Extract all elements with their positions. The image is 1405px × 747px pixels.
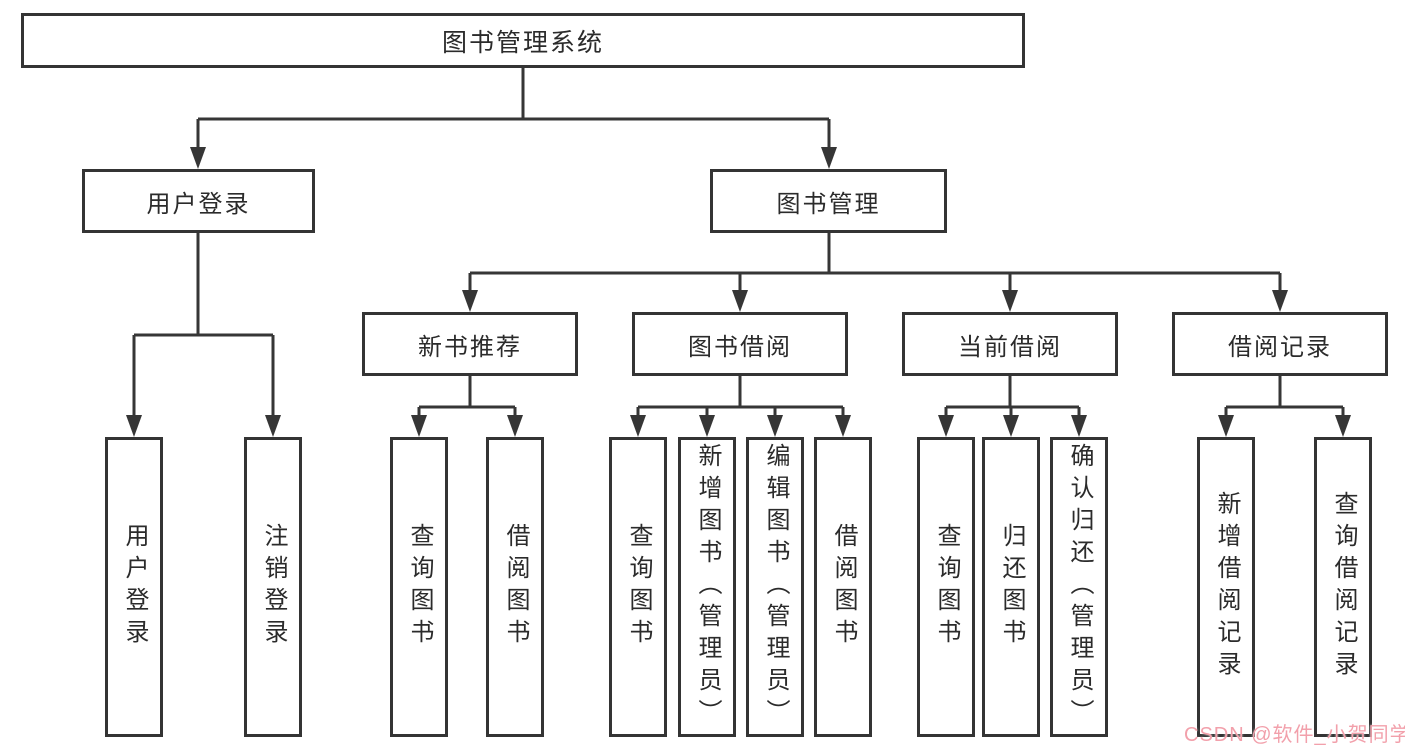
leaf-query-borrow-record: 查询借阅记录 (1314, 437, 1372, 737)
node-book-borrow: 图书借阅 (632, 312, 848, 376)
leaf-borrow-books-recommend: 借阅图书 (486, 437, 544, 737)
leaf-confirm-return-admin: 确认归还（管理员） (1050, 437, 1108, 737)
node-current-borrow: 当前借阅 (902, 312, 1118, 376)
leaf-logout: 注销登录 (244, 437, 302, 737)
csdn-watermark: CSDN @软件_小贺同学 (1184, 724, 1405, 746)
leaf-query-books-recommend: 查询图书 (390, 437, 448, 737)
leaf-edit-book-admin: 编辑图书（管理员） (746, 437, 804, 737)
node-book-management-branch: 图书管理 (710, 169, 947, 233)
node-user-login-branch: 用户登录 (82, 169, 315, 233)
leaf-query-books-current: 查询图书 (917, 437, 975, 737)
node-new-book-recommend: 新书推荐 (362, 312, 578, 376)
leaf-return-book: 归还图书 (982, 437, 1040, 737)
leaf-borrow-books: 借阅图书 (814, 437, 872, 737)
leaf-query-books-borrow: 查询图书 (609, 437, 667, 737)
leaf-user-login: 用户登录 (105, 437, 163, 737)
node-borrow-records: 借阅记录 (1172, 312, 1388, 376)
leaf-add-book-admin: 新增图书（管理员） (678, 437, 736, 737)
node-root-system: 图书管理系统 (21, 13, 1025, 68)
leaf-add-borrow-record: 新增借阅记录 (1197, 437, 1255, 737)
